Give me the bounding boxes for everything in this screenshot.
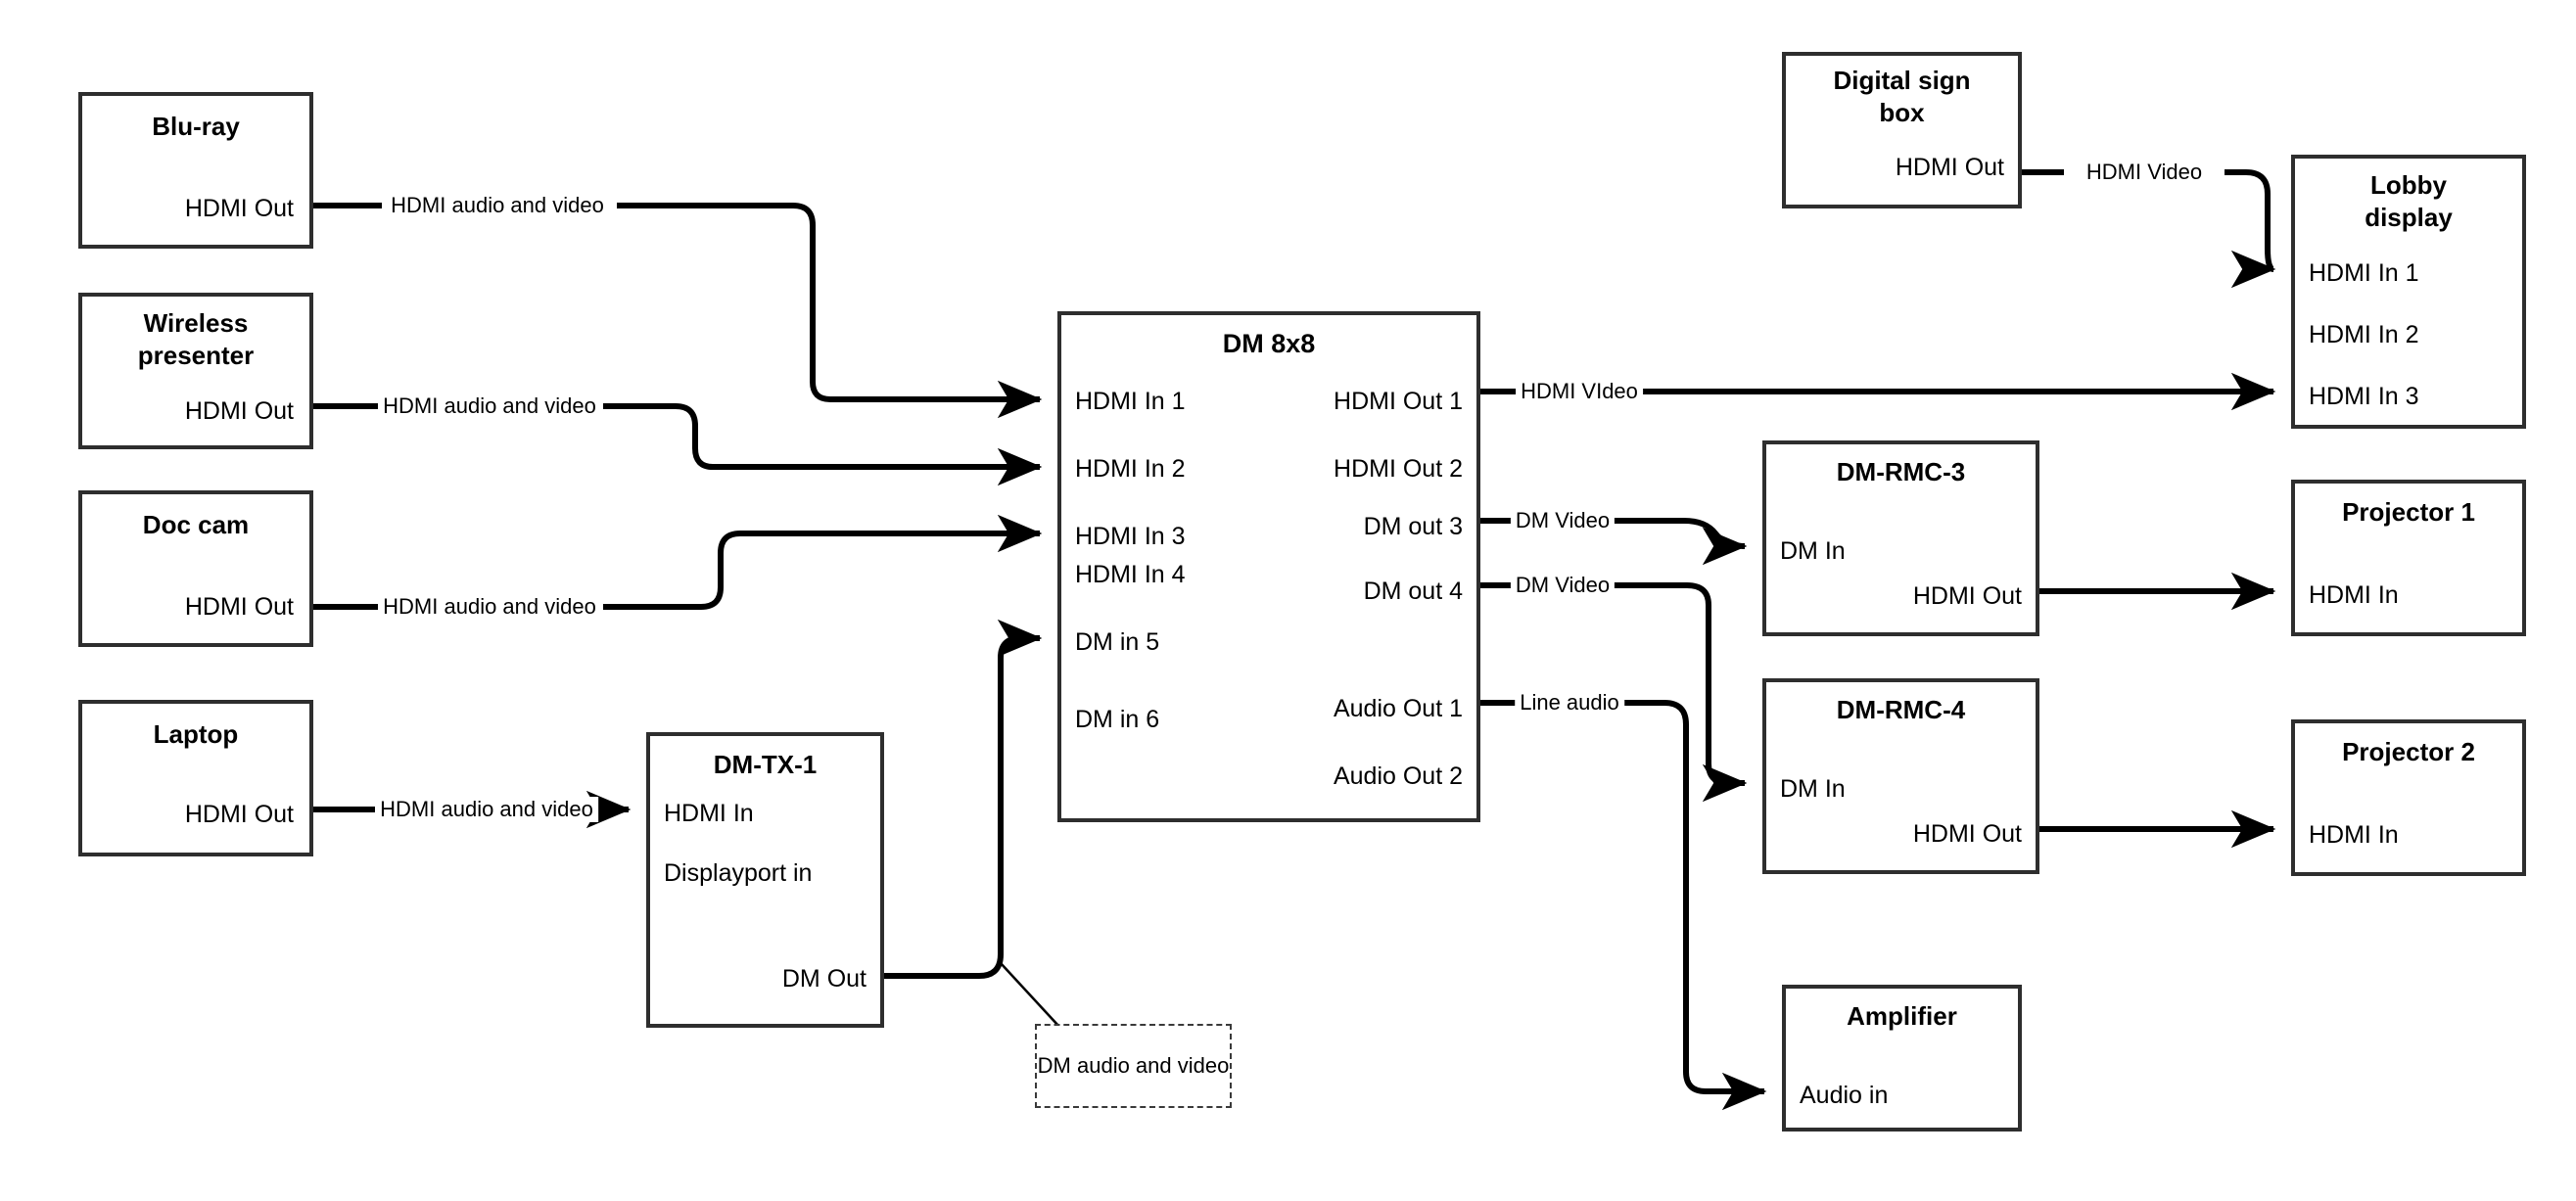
- edge-label-dm-out1-to-lobby: HDMI VIdeo: [1516, 379, 1643, 404]
- wireless-presenter-port-hdmi-out: HDMI Out: [184, 397, 294, 425]
- edge-label-dm-out3-to-rmc3: DM Video: [1510, 508, 1616, 533]
- node-doc-cam[interactable]: Doc cam HDMI Out: [78, 490, 313, 647]
- laptop-title: Laptop: [153, 719, 239, 749]
- wireless-presenter-title-line2: presenter: [137, 341, 255, 370]
- node-dm-rmc-3[interactable]: DM-RMC-3 DM In HDMI Out: [1762, 440, 2039, 636]
- node-digital-sign-box[interactable]: Digital sign box HDMI Out: [1782, 52, 2022, 208]
- edge-label-dm-audio-to-amp: Line audio: [1515, 690, 1624, 716]
- dm-8x8-port-hdmi-in-2: HDMI In 2: [1075, 455, 1186, 483]
- lobby-display-port-hdmi-in-1: HDMI In 1: [2309, 259, 2419, 287]
- dm-8x8-port-audio-out-2: Audio Out 2: [1333, 762, 1463, 790]
- dm-8x8-port-hdmi-in-3: HDMI In 3: [1075, 523, 1186, 550]
- node-laptop[interactable]: Laptop HDMI Out: [78, 700, 313, 856]
- dm-rmc-4-title: DM-RMC-4: [1836, 695, 1966, 724]
- dm-rmc-3-port-hdmi-out: HDMI Out: [1912, 582, 2022, 610]
- lobby-display-title-line1: Lobby: [2370, 170, 2447, 200]
- dm-8x8-title: DM 8x8: [1222, 329, 1316, 358]
- edge-label-wireless-to-dm-in2: HDMI audio and video: [378, 393, 601, 419]
- projector-1-port-hdmi-in: HDMI In: [2309, 581, 2399, 609]
- amplifier-port-audio-in: Audio in: [1800, 1082, 1889, 1109]
- node-projector-2[interactable]: Projector 2 HDMI In: [2291, 719, 2526, 876]
- wire-dm-out4-b: [1609, 582, 1748, 803]
- wire-sign-to-lobby-b: [2225, 169, 2276, 289]
- node-projector-1[interactable]: Projector 1 HDMI In: [2291, 480, 2526, 636]
- wire-wireless-to-dm-in2-b: [603, 403, 1043, 486]
- node-amplifier[interactable]: Amplifier Audio in: [1782, 985, 2022, 1132]
- dm-tx-1-port-hdmi-in: HDMI In: [664, 800, 754, 827]
- edge-label-laptop-to-tx: HDMI audio and video: [375, 797, 598, 822]
- projector-2-port-hdmi-in: HDMI In: [2309, 821, 2399, 849]
- lobby-display-port-hdmi-in-2: HDMI In 2: [2309, 321, 2419, 348]
- leader-line-note: [1000, 962, 1060, 1028]
- wire-bluray-to-dm-in1-b: [617, 203, 1043, 419]
- dm-8x8-port-hdmi-in-1: HDMI In 1: [1075, 388, 1186, 415]
- dm-8x8-port-dm-out-3: DM out 3: [1363, 513, 1463, 540]
- lobby-display-title-line2: display: [2365, 203, 2453, 232]
- doc-cam-title: Doc cam: [142, 510, 250, 539]
- laptop-port-hdmi-out: HDMI Out: [184, 801, 294, 828]
- bluray-title: Blu-ray: [152, 112, 240, 141]
- dm-8x8-port-hdmi-in-4: HDMI In 4: [1075, 561, 1186, 588]
- dm-tx-1-port-displayport-in: Displayport in: [664, 859, 813, 887]
- dm-8x8-port-dm-out-4: DM out 4: [1363, 577, 1463, 605]
- dm-8x8-port-hdmi-out-2: HDMI Out 2: [1334, 455, 1463, 483]
- dm-8x8-port-hdmi-out-1: HDMI Out 1: [1334, 388, 1463, 415]
- digital-sign-box-port-hdmi-out: HDMI Out: [1895, 154, 2004, 181]
- node-wireless-presenter[interactable]: Wireless presenter HDMI Out: [78, 293, 313, 449]
- dm-tx-1-port-dm-out: DM Out: [781, 965, 866, 993]
- projector-1-title: Projector 1: [2342, 497, 2475, 527]
- doc-cam-port-hdmi-out: HDMI Out: [184, 593, 294, 621]
- node-lobby-display[interactable]: Lobby display HDMI In 1 HDMI In 2 HDMI I…: [2291, 155, 2526, 429]
- node-bluray[interactable]: Blu-ray HDMI Out: [78, 92, 313, 249]
- edge-label-sign-to-lobby: HDMI Video: [2081, 160, 2208, 185]
- dm-8x8-port-audio-out-1: Audio Out 1: [1333, 695, 1463, 722]
- dm-rmc-4-port-dm-in: DM In: [1780, 775, 1846, 803]
- projector-2-title: Projector 2: [2342, 737, 2475, 766]
- dm-rmc-3-port-dm-in: DM In: [1780, 537, 1846, 565]
- dm-rmc-3-title: DM-RMC-3: [1836, 457, 1966, 486]
- amplifier-title: Amplifier: [1847, 1001, 1957, 1031]
- node-dm-rmc-4[interactable]: DM-RMC-4 DM In HDMI Out: [1762, 678, 2039, 874]
- wireless-presenter-title-line1: Wireless: [143, 308, 249, 338]
- node-dm-tx-1[interactable]: DM-TX-1 HDMI In Displayport in DM Out: [646, 732, 884, 1028]
- lobby-display-port-hdmi-in-3: HDMI In 3: [2309, 383, 2419, 410]
- wire-dm-out3-b: [1609, 518, 1748, 566]
- dm-tx-1-title: DM-TX-1: [713, 750, 818, 779]
- wire-dm-audio-b: [1620, 700, 1767, 1111]
- edge-label-bluray-to-dm-in1: HDMI audio and video: [386, 193, 609, 218]
- dm-8x8-port-dm-in-6: DM in 6: [1075, 706, 1160, 733]
- dm-8x8-port-dm-in-5: DM in 5: [1075, 628, 1160, 656]
- wire-tx-to-dm-in5: [884, 619, 1043, 979]
- edge-label-doccam-to-dm-in3: HDMI audio and video: [378, 594, 601, 620]
- bluray-port-hdmi-out: HDMI Out: [184, 195, 294, 222]
- wire-doccam-to-dm-in3-b: [603, 514, 1043, 610]
- node-dm-8x8[interactable]: DM 8x8 HDMI In 1 HDMI In 2 HDMI In 3 HDM…: [1057, 311, 1480, 822]
- digital-sign-box-title-line1: Digital sign: [1833, 66, 1971, 95]
- edge-label-dm-out4-to-rmc4: DM Video: [1510, 573, 1616, 598]
- digital-sign-box-title-line2: box: [1879, 98, 1925, 127]
- dm-rmc-4-port-hdmi-out: HDMI Out: [1912, 820, 2022, 848]
- note-dm-audio-and-video: DM audio and video: [1035, 1024, 1232, 1108]
